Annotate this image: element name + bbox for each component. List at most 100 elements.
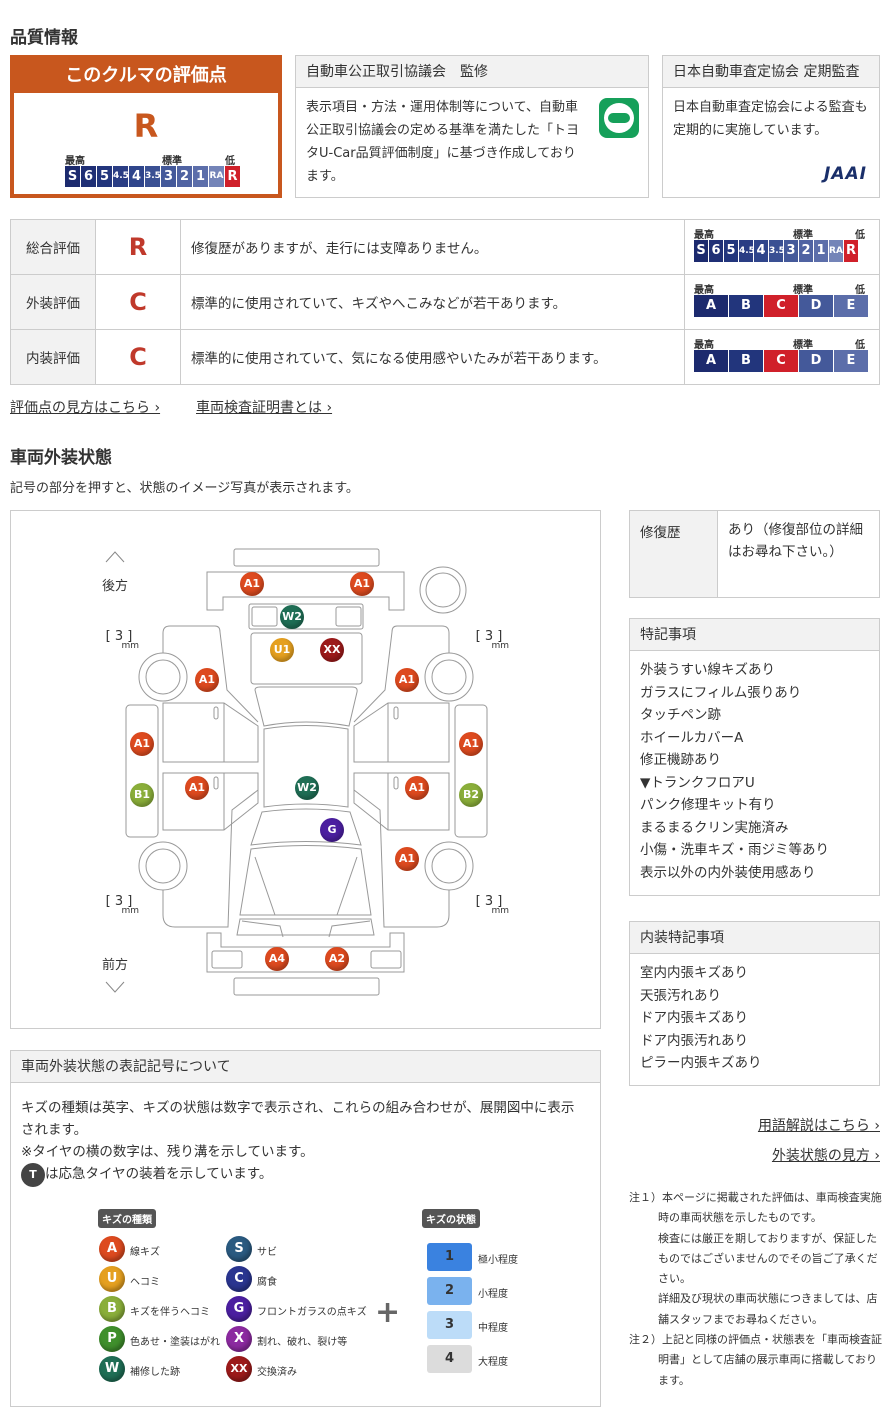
eval-desc: 修復歴がありますが、走行には支障ありません。: [180, 219, 685, 275]
scale-cell: 3: [784, 240, 798, 262]
scale-cell: RA: [209, 166, 224, 187]
label-std: 標準: [793, 230, 813, 241]
scale-cell: 2: [799, 240, 813, 262]
supervision-title: 自動車公正取引協議会 監修: [296, 56, 648, 88]
scale-cell: 6: [81, 166, 96, 187]
quality-heading: 品質情報: [10, 28, 78, 48]
damage-mark-a1[interactable]: A1: [195, 668, 219, 692]
interior-title: 内装特記事項: [630, 922, 879, 954]
state-badge-3: 3: [427, 1311, 472, 1339]
damage-mark-b2[interactable]: B2: [459, 783, 483, 807]
type-badge-c: C: [226, 1266, 252, 1292]
eval-grade: R: [95, 219, 181, 275]
type-label: 交換済み: [257, 1367, 297, 1378]
scale-cell: A: [694, 295, 728, 317]
damage-mark-u1[interactable]: U1: [270, 638, 294, 662]
note-line: 注１）本ページに掲載された評価は、車両検査実施時の車両状態を示したものです。: [629, 1191, 882, 1225]
scale-cell: 1: [193, 166, 208, 187]
type-badge-p: P: [99, 1326, 125, 1352]
scale-cell: 5: [724, 240, 738, 262]
spare-tire-icon: T: [21, 1163, 45, 1187]
scale-cell: E: [834, 350, 868, 372]
label-high: 最高: [694, 285, 714, 296]
note-line: 詳細及び現状の車両状態につきましては、店舗スタッフまでお尋ねください。: [658, 1292, 878, 1326]
repair-value: あり（修復部位の詳細はお尋ね下さい。）: [728, 522, 863, 560]
certificate-link[interactable]: 車両検査証明書とは ›: [196, 400, 333, 416]
damage-mark-a2[interactable]: A2: [325, 947, 349, 971]
type-badge-w: W: [99, 1356, 125, 1382]
plus-icon: +: [375, 1295, 401, 1330]
score-guide-link[interactable]: 評価点の見方はこちら ›: [10, 400, 161, 416]
damage-mark-a4[interactable]: A4: [265, 947, 289, 971]
eval-desc: 標準的に使用されていて、キズやへこみなどが若干あります。: [180, 274, 685, 330]
label-high: 最高: [694, 340, 714, 351]
damage-mark-xx[interactable]: XX: [320, 638, 344, 662]
damage-mark-a1[interactable]: A1: [395, 668, 419, 692]
legend-title: 車両外装状態の表記記号について: [11, 1051, 600, 1083]
damage-mark-b1[interactable]: B1: [130, 783, 154, 807]
label-low: 低: [225, 156, 235, 167]
scale-cell: S: [65, 166, 80, 187]
types-tag: キズの種類: [98, 1209, 156, 1228]
damage-mark-w2[interactable]: W2: [280, 605, 304, 629]
note-item: まるまるクリン実施済み: [640, 819, 789, 836]
damage-mark-a1[interactable]: A1: [185, 776, 209, 800]
scale-cell: 4: [754, 240, 768, 262]
label-std: 標準: [793, 340, 813, 351]
states-tag: キズの状態: [422, 1209, 480, 1228]
state-label: 極小程度: [478, 1255, 518, 1266]
label-std: 標準: [162, 156, 182, 167]
scale-cell: B: [729, 295, 763, 317]
rear-label: 後方: [102, 579, 129, 594]
damage-mark-a1[interactable]: A1: [240, 572, 264, 596]
damage-mark-a1[interactable]: A1: [395, 847, 419, 871]
jaai-logo: JAAI: [824, 164, 867, 184]
eval-grade: C: [95, 274, 181, 330]
jaai-title: 日本自動車査定協会 定期監査: [663, 56, 879, 88]
note-item: 小傷・洗車キズ・雨ジミ等あり: [640, 842, 829, 858]
damage-mark-a1[interactable]: A1: [350, 572, 374, 596]
type-label: サビ: [257, 1247, 277, 1258]
type-label: 色あせ・塗装はがれ: [130, 1337, 220, 1348]
overall-grade: R: [133, 107, 159, 145]
type-label: 腐食: [257, 1277, 277, 1288]
evaluation-row: 内装評価 C 標準的に使用されていて、気になる使用感やいたみが若干あります。 最…: [10, 329, 880, 385]
type-badge-a: A: [99, 1236, 125, 1262]
interior-notes: 内装特記事項 室内内張キズあり天張汚れありドア内張キズありドア内張汚れありピラー…: [629, 921, 880, 1086]
damage-mark-a1[interactable]: A1: [405, 776, 429, 800]
scale-cell: 3.5: [145, 166, 161, 187]
special-title: 特記事項: [630, 619, 879, 651]
repair-history: 修復歴 あり（修復部位の詳細はお尋ね下さい。）: [629, 510, 880, 598]
note-item: ドア内張キズあり: [640, 1010, 748, 1026]
eval-label: 総合評価: [10, 219, 96, 275]
type-badge-g: G: [226, 1296, 252, 1322]
damage-mark-a1[interactable]: A1: [130, 732, 154, 756]
note-item: タッチペン跡: [640, 707, 721, 723]
state-badge-2: 2: [427, 1277, 472, 1305]
damage-mark-a1[interactable]: A1: [459, 732, 483, 756]
damage-mark-w2[interactable]: W2: [295, 776, 319, 800]
scale-cell: 1: [814, 240, 828, 262]
type-label: フロントガラスの点キズ: [257, 1307, 367, 1318]
tread-rear-left: [ 3 ]mm: [105, 629, 139, 651]
damage-mark-g[interactable]: G: [320, 818, 344, 842]
note-item: 室内内張キズあり: [640, 965, 748, 981]
scale-cell: 5: [97, 166, 112, 187]
legend-text: キズの種類は英字、キズの状態は数字で表示され、これらの組み合わせが、展開図中に表…: [21, 1097, 586, 1187]
tread-rear-right: [ 3 ]mm: [475, 629, 509, 651]
exterior-guide-link[interactable]: 外装状態の見方 ›: [771, 1148, 880, 1164]
scale-cell: RA: [829, 240, 843, 262]
type-label: 割れ、破れ、裂け等: [257, 1337, 348, 1348]
note-item: ホイールカバーA: [640, 729, 744, 746]
type-badge-b: B: [99, 1296, 125, 1322]
type-label: 線キズ: [130, 1247, 160, 1258]
scale-cell: R: [225, 166, 240, 187]
type-label: ヘコミ: [130, 1277, 160, 1288]
state-badge-1: 1: [427, 1243, 472, 1271]
label-high: 最高: [694, 230, 714, 241]
jaai-text: 日本自動車査定協会による監査も定期的に実施しています。: [673, 100, 868, 138]
glossary-link[interactable]: 用語解説はこちら ›: [757, 1118, 880, 1134]
